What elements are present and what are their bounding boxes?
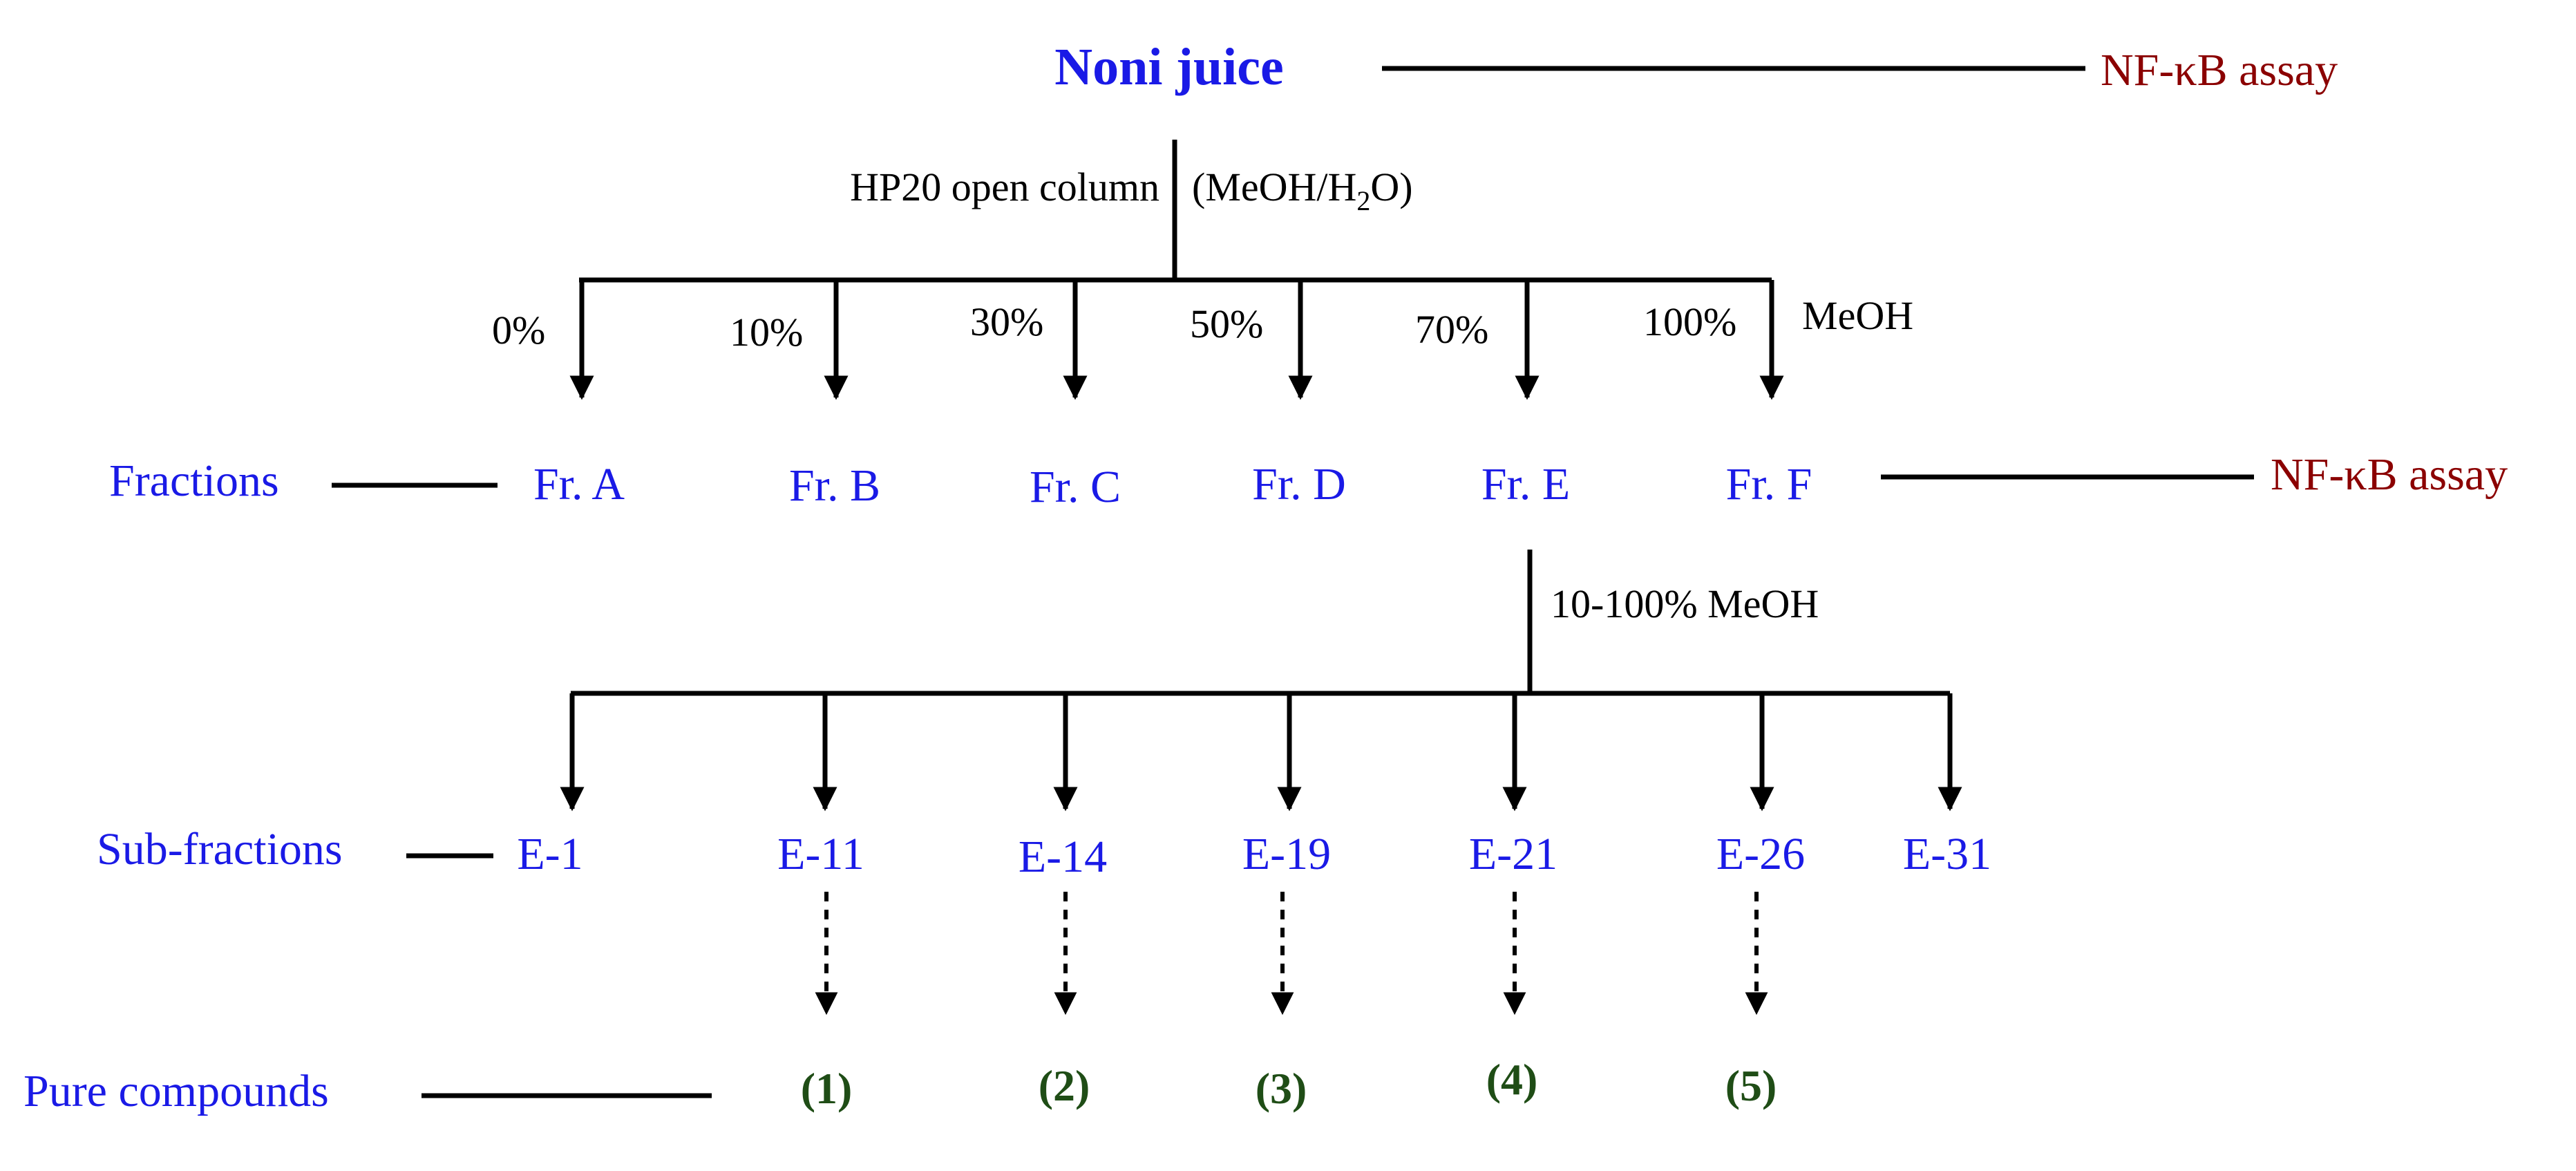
percent-label-30: 30% — [970, 299, 1043, 344]
fraction-f: Fr. F — [1726, 459, 1812, 509]
percent-label-10: 10% — [730, 310, 803, 355]
subfraction-e-21: E-21 — [1469, 829, 1557, 879]
percent-label-100: 100% — [1643, 299, 1736, 344]
compound-5: (5) — [1725, 1061, 1777, 1110]
column-solvent-label: (MeOH/H2O) — [1192, 165, 1413, 216]
fraction-d: Fr. D — [1252, 459, 1346, 509]
percent-solvent-label: MeOH — [1802, 293, 1913, 338]
root-label: Noni juice — [1054, 38, 1283, 96]
subfraction-e-1: E-1 — [517, 829, 583, 879]
root-assay-label: NF-κB assay — [2101, 45, 2338, 95]
fractions-row-label: Fractions — [109, 456, 279, 506]
subfraction-e-26: E-26 — [1716, 829, 1805, 879]
subfraction-e-14: E-14 — [1019, 832, 1107, 882]
percent-label-50: 50% — [1190, 301, 1263, 346]
subfraction-e-19: E-19 — [1242, 829, 1331, 879]
column-solvent-prefix: (MeOH/H — [1192, 165, 1356, 209]
fractions-assay-label: NF-κB assay — [2271, 449, 2508, 500]
compound-3: (3) — [1256, 1064, 1307, 1113]
fraction-b: Fr. B — [789, 460, 880, 511]
percent-label-70: 70% — [1415, 307, 1488, 352]
compounds-row-label: Pure compounds — [23, 1066, 329, 1116]
column-solvent-subscript: 2 — [1356, 185, 1370, 216]
compound-1: (1) — [801, 1064, 853, 1113]
subfraction-e-31: E-31 — [1903, 829, 1991, 879]
compound-2: (2) — [1039, 1061, 1090, 1110]
subfractions-row-label: Sub-fractions — [97, 824, 343, 874]
subfraction-gradient-label: 10-100% MeOH — [1551, 581, 1819, 626]
compound-4: (4) — [1486, 1055, 1538, 1104]
column-method-label: HP20 open column — [850, 165, 1159, 209]
subfraction-e-11: E-11 — [777, 829, 864, 879]
fraction-c: Fr. C — [1030, 462, 1121, 512]
fraction-e: Fr. E — [1481, 459, 1570, 509]
fraction-a: Fr. A — [533, 459, 625, 509]
column-solvent-suffix: O) — [1370, 165, 1412, 209]
percent-label-0: 0% — [492, 308, 545, 353]
